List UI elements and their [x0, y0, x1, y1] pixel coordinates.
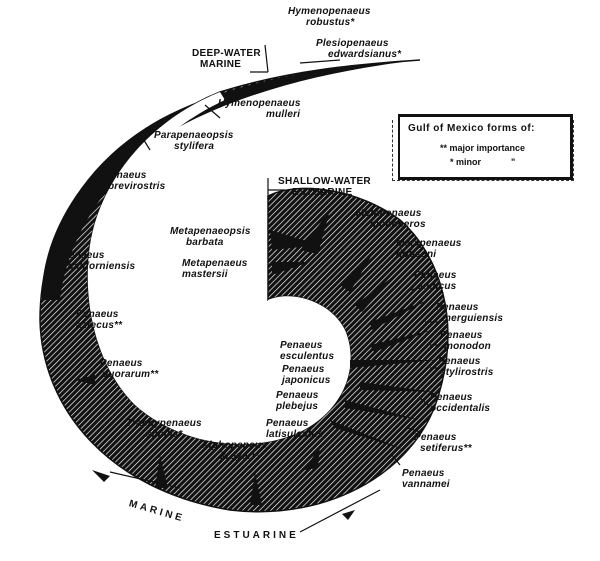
zone-line: MARINE	[200, 59, 242, 70]
genus: Penaeus	[104, 170, 147, 181]
legend-minor-row: * minor "	[450, 157, 515, 167]
genus: Penaeus	[282, 364, 325, 375]
genus: Metapenaeopsis	[170, 226, 251, 237]
genus: Penaeus	[276, 390, 319, 401]
species: mastersii	[182, 269, 228, 280]
genus: Hymenopenaeus	[218, 98, 301, 109]
species: indicus	[420, 281, 457, 292]
species: monoceros	[370, 219, 426, 230]
genus: Penaeus	[436, 302, 479, 313]
legend-box: Gulf of Mexico forms of: ** major import…	[398, 114, 573, 180]
species: robustus*	[306, 17, 355, 28]
species: monodon	[444, 341, 491, 352]
species: aztecus**	[76, 320, 123, 331]
zone-line: SHALLOW-WATER	[278, 176, 371, 187]
species: kroyeri*	[220, 451, 259, 462]
genus: Penaeus	[266, 418, 309, 429]
genus: Penaeus	[62, 250, 105, 261]
genus: Penaeus	[414, 270, 457, 281]
species: stylirostris	[440, 367, 494, 378]
species: mulleri	[266, 109, 301, 120]
legend-shadow	[392, 120, 574, 181]
species: vannamei	[402, 479, 450, 490]
genus: Penaeus	[430, 392, 473, 403]
legend-ditto: "	[511, 157, 516, 167]
genus: Plesiopenaeus	[316, 38, 389, 49]
species: duorarum**	[102, 369, 159, 380]
genus: Trachypenaeus	[126, 418, 202, 429]
genus: Penaeus	[438, 356, 481, 367]
zone-label-deep-water: DEEP-WATER MARINE	[192, 48, 261, 70]
genus: Penaeus	[440, 330, 483, 341]
axis-label-estuarine: ESTUARINE	[214, 530, 299, 541]
genus: Penaeus	[414, 432, 457, 443]
genus: Penaeus	[76, 309, 119, 320]
species: edwardsianus*	[328, 49, 402, 60]
species: barbata	[186, 237, 224, 248]
species: californiensis	[68, 261, 136, 272]
species: dobsoni	[396, 249, 437, 260]
species: merguiensis	[442, 313, 504, 324]
species-markers	[75, 210, 438, 505]
species: brevirostris	[108, 181, 166, 192]
species: japonicus	[282, 375, 331, 386]
legend-major: ** major importance	[440, 143, 526, 153]
genus: Parapenaeopsis	[154, 130, 234, 141]
zone-label-shallow-water: SHALLOW-WATER ESTUARINE	[278, 176, 371, 198]
species: plebejus	[276, 401, 319, 412]
zone-line: DEEP-WATER	[192, 48, 261, 59]
genus: Penaeus	[100, 358, 143, 369]
legend-minor: * minor	[450, 157, 482, 167]
species: latisulcatus	[266, 429, 324, 440]
genus: Xiphopeneus	[202, 440, 267, 451]
species: stylifera	[174, 141, 215, 152]
species: occidentalis	[430, 403, 491, 414]
zone-line: ESTUARINE	[292, 187, 353, 198]
genus: Metapenaeus	[356, 208, 422, 219]
species: esculentus	[280, 351, 335, 362]
genus: Penaeus	[402, 468, 445, 479]
species: setiferus**	[420, 443, 472, 454]
species: similis*	[146, 429, 183, 440]
spiral-band	[39, 59, 449, 513]
genus: Hymenopenaeus	[288, 6, 371, 17]
genus: Metapenaeus	[396, 238, 462, 249]
genus: Metapenaeus	[182, 258, 248, 269]
genus: Penaeus	[280, 340, 323, 351]
leader-lines	[91, 44, 440, 533]
legend-title: Gulf of Mexico forms of:	[408, 123, 535, 134]
